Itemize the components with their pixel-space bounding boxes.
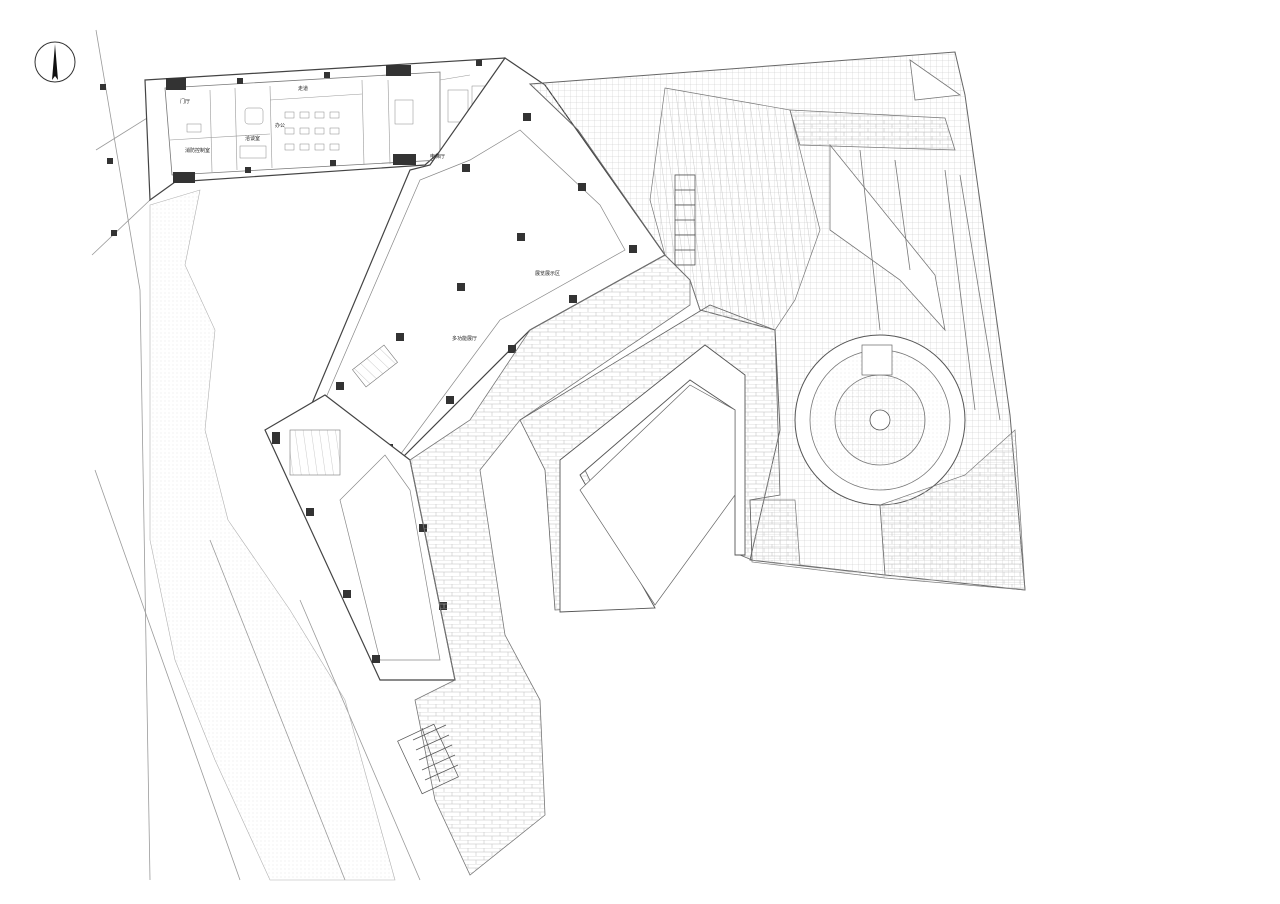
label-meeting: 洽谈室 [245,135,260,142]
office-wing [100,57,521,236]
room-labels: 门厅 走道 办公 洽谈室 消防控制室 电梯厅 展览展示区 多功能展厅 [180,85,560,342]
exhibition-hall [304,57,666,471]
landscape-strip [149,189,396,881]
label-consult: 消防控制室 [185,147,210,154]
circular-plaza [794,334,966,576]
label-corridor: 走道 [298,85,308,92]
label-hall-lower: 多功能展厅 [452,335,477,342]
sunken-court [519,304,781,613]
north-arrow-icon [34,41,76,83]
south-wing [264,394,456,681]
label-lobby: 门厅 [180,98,190,105]
paving-lower-right [749,429,1026,591]
stair-grid [397,723,459,795]
label-office: 办公 [275,122,285,129]
label-equipment: 电梯厅 [430,153,445,160]
label-hall-upper: 展览展示区 [535,270,560,277]
garden-strips [789,59,1001,421]
paved-band [409,254,691,876]
terrace-blocks [674,174,696,266]
